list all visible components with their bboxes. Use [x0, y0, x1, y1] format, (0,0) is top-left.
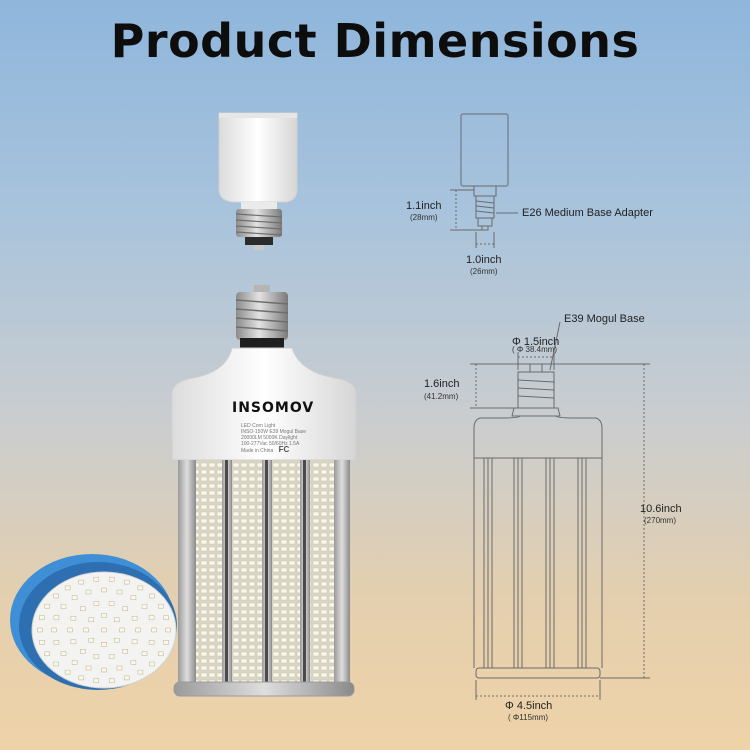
led-chip: [101, 667, 107, 673]
led-chip: [130, 595, 137, 600]
led-chip: [122, 649, 128, 654]
led-chip: [131, 639, 138, 645]
product-label-line: INSO-150W E39 Mogul Base: [241, 429, 307, 435]
led-chip: [93, 678, 100, 684]
led-chip: [88, 637, 95, 643]
led-chip: [101, 587, 107, 593]
led-chip: [93, 576, 100, 582]
led-chip: [93, 654, 100, 659]
body-diameter-label: Φ 4.5inch: [505, 700, 553, 712]
adapter-height-mm-label: (28mm): [410, 213, 438, 222]
led-chip: [165, 627, 171, 633]
led-chip: [163, 640, 169, 645]
product-label-line: 20000LM 5000K Daylight: [241, 435, 298, 441]
led-chip: [148, 615, 155, 620]
page-title: Product Dimensions: [110, 14, 640, 68]
adapter-height-label: 1.1inch: [406, 200, 442, 212]
led-chip: [88, 617, 95, 623]
led-chip: [64, 585, 71, 591]
led-chip: [70, 615, 77, 621]
led-chip: [39, 615, 45, 620]
base-diameter-mm-label: ( Φ 38.4mm): [512, 345, 558, 354]
corn-bulb-photo: [171, 285, 357, 697]
led-chip: [37, 627, 43, 633]
led-chip: [122, 606, 128, 611]
base-callout-label: E39 Mogul Base: [564, 313, 645, 325]
led-chip: [151, 627, 157, 633]
led-chip: [113, 637, 120, 643]
led-chip: [119, 627, 125, 633]
led-chip: [101, 613, 107, 618]
led-chip: [53, 593, 59, 599]
body-diameter-mm-label: ( Φ115mm): [508, 713, 549, 722]
base-diameter-label: Φ 1.5inch: [512, 336, 560, 348]
led-chip: [137, 669, 144, 675]
product-label-line: 100-277Vac 50/60Hz 1.5A: [241, 441, 300, 447]
led-chip: [163, 615, 169, 620]
adapter-width-label: 1.0inch: [466, 254, 502, 266]
led-chip: [123, 675, 130, 681]
led-chip: [78, 675, 85, 681]
led-chip: [157, 651, 164, 657]
led-chip: [135, 627, 141, 633]
led-chip: [53, 640, 60, 645]
led-chip: [141, 604, 148, 609]
led-chip: [149, 661, 155, 667]
product-label-line: LED Corn Light: [241, 423, 276, 429]
product-label: LED Corn Light INSO-150W E39 Mogul Base …: [241, 423, 341, 454]
led-chip: [93, 601, 100, 606]
led-chip: [53, 661, 59, 667]
led-chip: [148, 640, 155, 645]
led-chip: [53, 615, 60, 620]
certification-marks: FC: [278, 445, 290, 454]
led-chip: [113, 617, 120, 623]
product-label-line: Made in China: [241, 448, 274, 454]
led-chip: [141, 651, 148, 656]
led-chip: [101, 627, 107, 633]
adapter-photo: [218, 112, 298, 250]
led-chip: [70, 639, 77, 645]
brand-logo: INSOMOV: [232, 400, 315, 416]
led-chip: [108, 654, 115, 659]
led-chip: [131, 615, 138, 621]
led-chip: [44, 603, 51, 609]
total-height-mm-label: (270mm): [644, 516, 677, 525]
led-chip: [116, 665, 123, 671]
adapter-callout-label: E26 Medium Base Adapter: [522, 207, 653, 219]
led-chip: [101, 642, 107, 647]
led-chip: [67, 627, 73, 633]
led-chip: [71, 660, 78, 665]
led-chip: [71, 595, 78, 600]
led-chip: [85, 589, 92, 595]
led-chip: [130, 660, 137, 665]
led-chip: [39, 640, 45, 645]
base-height-mm-label: (41.2mm): [424, 392, 459, 401]
led-chip: [60, 604, 67, 609]
led-chip: [64, 669, 71, 675]
led-chip: [108, 576, 115, 582]
led-chip: [80, 606, 86, 611]
adapter-drawing: [450, 113, 518, 248]
total-height-label: 10.6inch: [640, 503, 682, 515]
led-chip: [60, 651, 67, 656]
led-chip: [51, 627, 57, 633]
led-chip: [44, 651, 51, 657]
led-chip: [78, 579, 85, 585]
led-chip: [137, 585, 144, 591]
base-height-label: 1.6inch: [424, 378, 460, 390]
led-chip: [108, 601, 115, 606]
led-chip: [149, 593, 155, 599]
led-chip: [157, 603, 164, 609]
bulb-drawing: [470, 321, 650, 700]
led-chip: [83, 627, 89, 633]
led-chip: [108, 678, 115, 684]
led-chip: [116, 589, 123, 595]
led-plate-photo: [10, 554, 177, 690]
led-chip: [123, 579, 130, 585]
adapter-width-mm-label: (26mm): [470, 267, 498, 276]
led-chip: [85, 665, 92, 671]
led-chip: [80, 649, 86, 654]
